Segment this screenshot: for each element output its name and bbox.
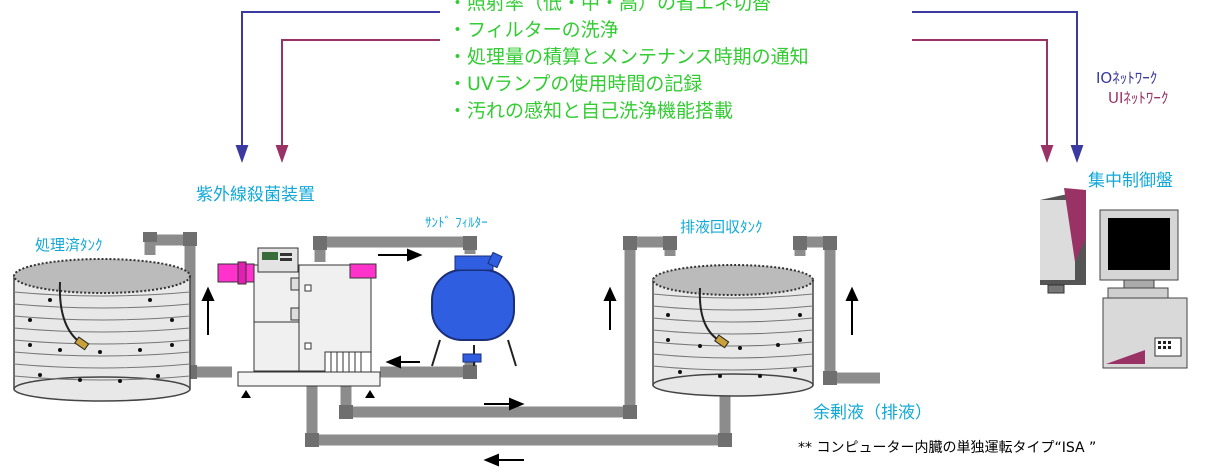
flow-arrows	[201, 248, 859, 467]
sand-filter	[431, 251, 517, 367]
drain-tank-label: 排液回収ﾀﾝｸ	[680, 218, 763, 236]
feature-item: ・処理量の積算とメンテナンス時期の通知	[448, 46, 809, 68]
footnote: ** コンピューター内臓の単独運転タイプ“ISA ”	[798, 440, 1097, 456]
feature-list: ・照射率（低・中・高）の省エネ切替 ・フィルターの洗浄 ・処理量の積算とメンテナ…	[448, 0, 809, 125]
uv-sterilizer	[217, 247, 381, 398]
ui-network-label: UIﾈｯﾄﾜｰｸ	[1108, 89, 1169, 107]
ui-network-line	[275, 39, 1054, 163]
pipe-joints	[143, 232, 837, 447]
control-panel-label: 集中制御盤	[1088, 171, 1173, 191]
io-network-line	[235, 11, 1084, 163]
treated-tank	[13, 258, 191, 402]
feature-item: ・フィルターの洗浄	[448, 19, 619, 41]
io-network-label: IOﾈｯﾄﾜｰｸ	[1096, 69, 1158, 87]
uv-device-label: 紫外線殺菌装置	[196, 185, 315, 205]
control-panel	[1040, 188, 1188, 369]
feature-item: ・UVランプの使用時間の記録	[448, 73, 703, 95]
feature-item: ・照射率（低・中・高）の省エネ切替	[448, 0, 772, 14]
feature-item: ・汚れの感知と自己洗浄機能搭載	[448, 100, 734, 122]
drain-tank	[652, 264, 814, 397]
treated-tank-label: 処理済ﾀﾝｸ	[35, 236, 103, 254]
surplus-label: 余剰液（排液）	[813, 403, 932, 423]
sand-filter-label: ｻﾝﾄﾞ ﾌｨﾙﾀｰ	[425, 216, 488, 231]
